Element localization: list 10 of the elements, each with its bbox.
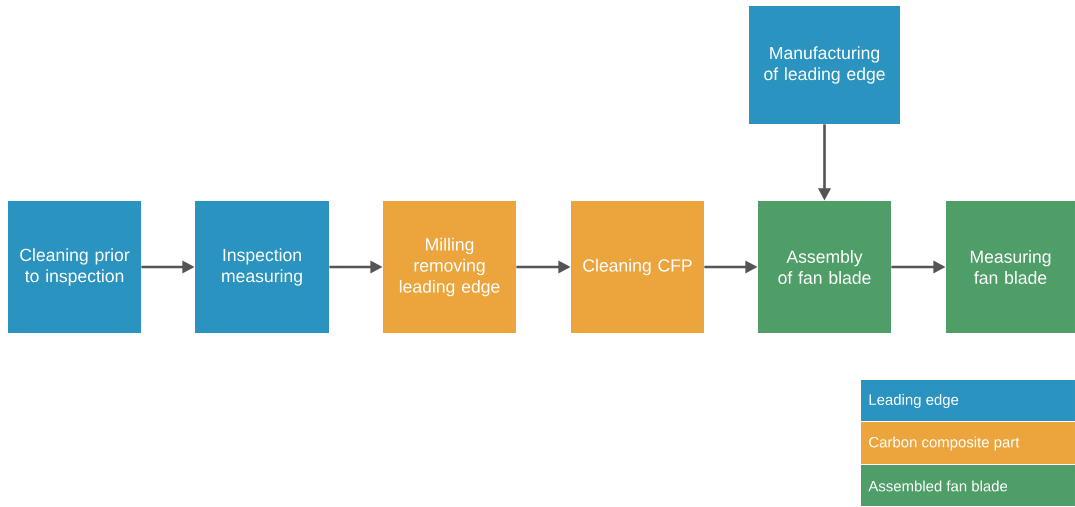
legend-label: Leading edge [869, 394, 959, 408]
process-box: Milling removing leading edge [383, 201, 516, 333]
legend-label: Assembled fan blade [868, 480, 1008, 492]
process-box: Cleaning prior to inspection [8, 201, 141, 333]
process-box: Manufacturing of leading edge [749, 6, 900, 124]
process-box: Assembly of fan blade [758, 201, 891, 333]
legend-label: Carbon composite part [869, 436, 1020, 451]
process-box: Measuring fan blade [946, 201, 1075, 333]
process-box: Inspection measuring [195, 201, 329, 333]
process-box: Cleaning CFP [571, 201, 704, 333]
